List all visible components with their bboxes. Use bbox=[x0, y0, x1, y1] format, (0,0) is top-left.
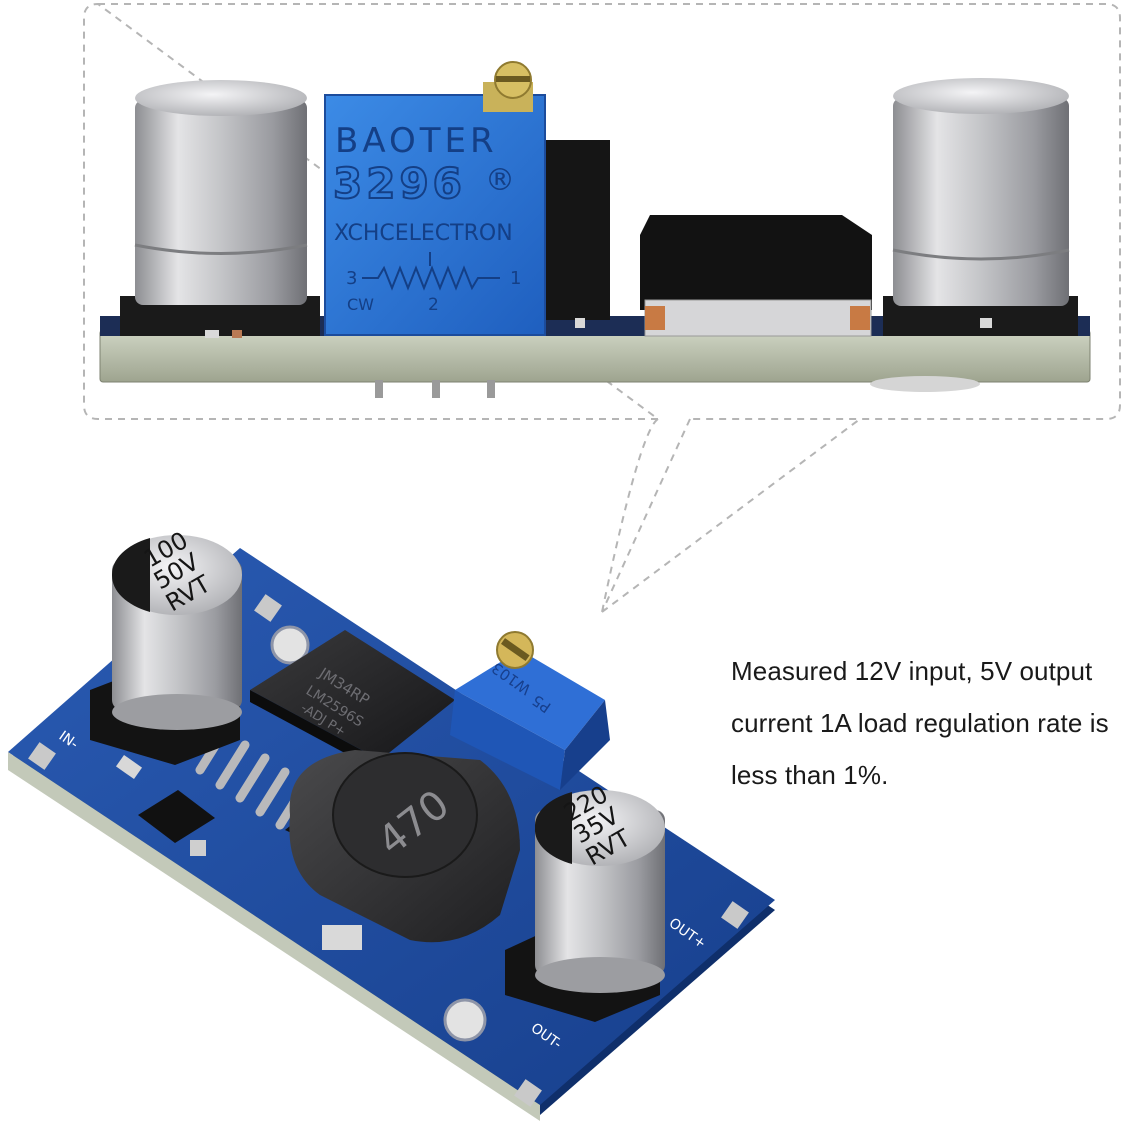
capacitor-right bbox=[883, 78, 1078, 336]
zoom-side-view: BAOTER 3296 ® XCHCELECTRON 3 1 CW 2 bbox=[99, 61, 1091, 398]
trimmer-potentiometer: W103 P5 bbox=[450, 631, 610, 790]
pot-maker-text: XCHCELECTRON bbox=[334, 221, 513, 246]
pot-pin1: 1 bbox=[510, 268, 521, 289]
potentiometer-baoter: BAOTER 3296 ® XCHCELECTRON 3 1 CW 2 bbox=[324, 61, 546, 336]
board-view: IN- OUT+ OUT- JM34RP LM2596S -ADJ P+ W10… bbox=[8, 526, 775, 1121]
pot-brand-text: BAOTER bbox=[335, 121, 498, 161]
caption-line-2: current 1A load regulation rate is bbox=[731, 708, 1109, 738]
zoom-callout bbox=[83, 2, 1121, 613]
inductor-470: 470 bbox=[285, 750, 520, 950]
measurement-caption: Measured 12V input, 5V output current 1A… bbox=[731, 645, 1136, 801]
capacitor-left bbox=[120, 80, 320, 336]
input-capacitor: 100 50V RVT bbox=[90, 526, 242, 765]
pot-pin2: 2 bbox=[428, 295, 439, 315]
pot-rotation: CW bbox=[347, 295, 374, 314]
regulator-side bbox=[640, 215, 872, 337]
pot-pin3: 3 bbox=[346, 268, 357, 289]
output-capacitor: 220 35V RVT bbox=[505, 780, 665, 1022]
pot-registered-mark: ® bbox=[485, 163, 515, 198]
caption-line-1: Measured 12V input, 5V output bbox=[731, 656, 1093, 686]
caption-line-3: less than 1%. bbox=[731, 760, 889, 790]
pot-model-text: 3296 bbox=[333, 159, 466, 208]
